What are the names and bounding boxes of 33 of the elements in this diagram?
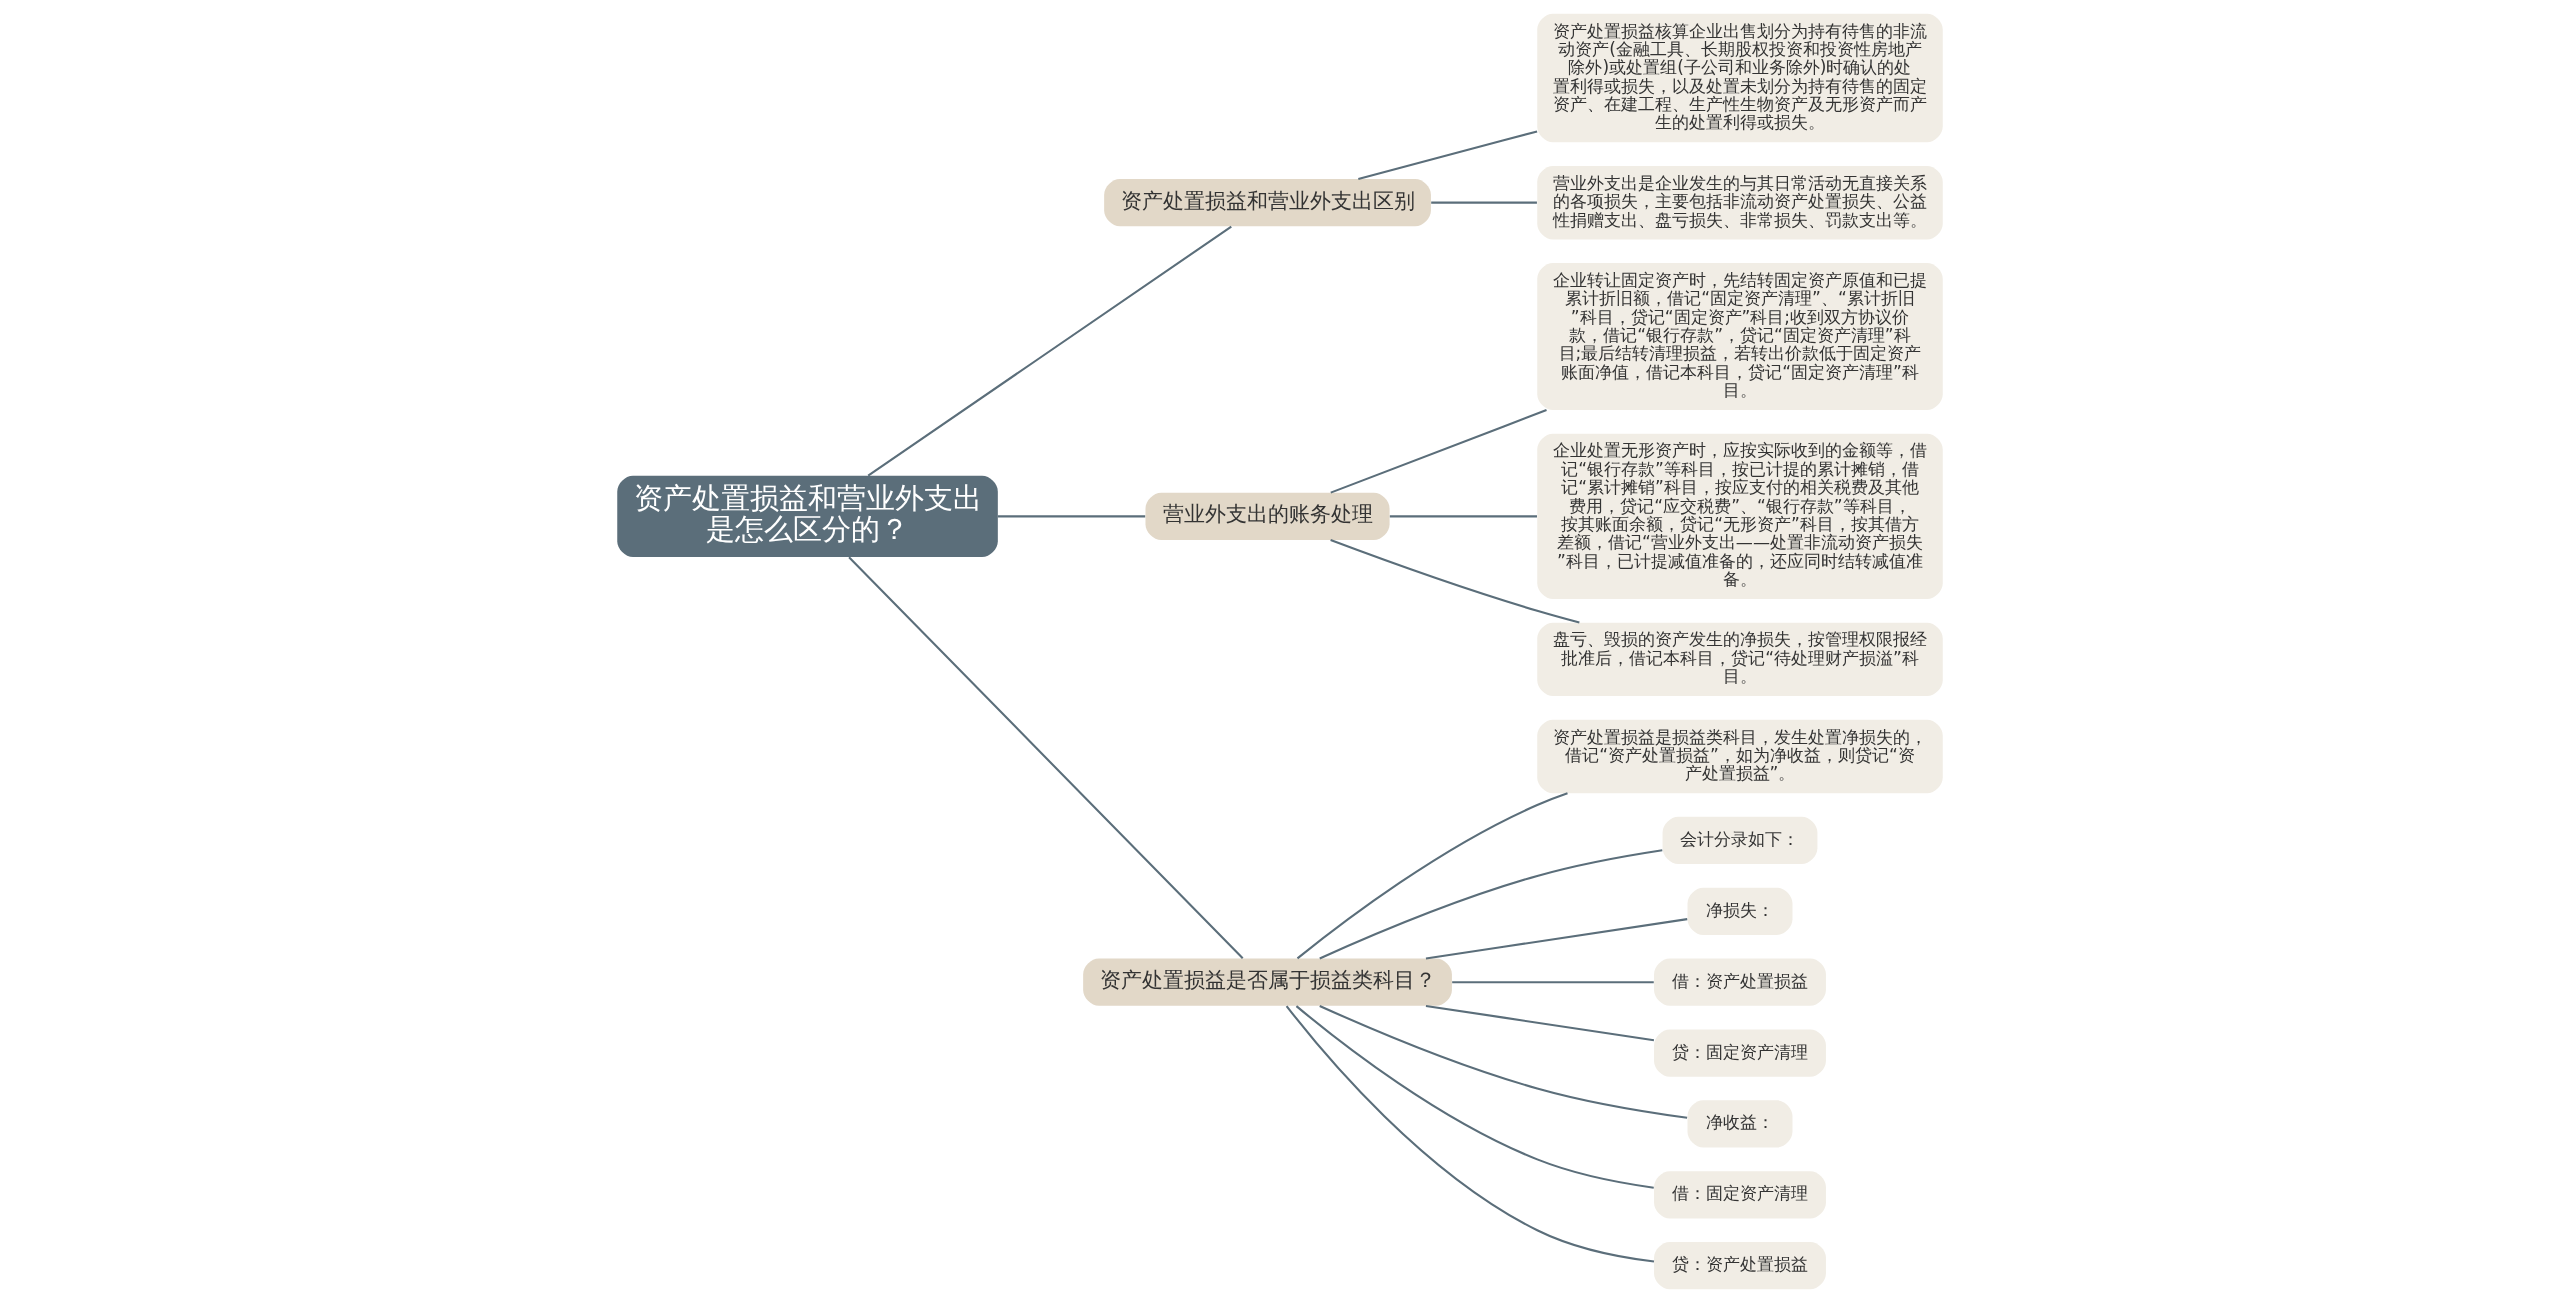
node-box: 营业外支出是企业发生的与其日常活动无直接关系的各项损失，主要包括非流动资产处置损失、公益性捐赠支出、盘亏损失、非常损失、罚款支出等。 — [1537, 165, 1943, 240]
connector — [1452, 981, 1654, 984]
node-box: 盘亏、毁损的资产发生的净损失，按管理权限报经批准后，借记本科目，贷记“待处理财产损溢”科目。 — [1537, 622, 1943, 697]
node-box: 净收益： — [1687, 1100, 1793, 1148]
connector — [997, 515, 1146, 518]
node-box: 资产处置损益是损益类科目，发生处置净损失的，借记“资产处置损益”，如为净收益，则贷记“资产处置损益”。 — [1537, 719, 1943, 794]
connector — [1296, 792, 1568, 960]
node-box: 企业处置无形资产时，应按实际收到的金额等，借记“银行存款”等科目，按已计提的累计摊销，借记“累计摊销”科目，按应支付的相关税费及其他费用，贷记“应交税费”、“银行存款”等科目，按其账面余额，贷记“无形资产”科目，按其借方差额，借记“营业外支出——处置非流动资产损失”科目，已计提减值准备的，还应同时结转减值准备。 — [1537, 433, 1943, 599]
connector — [1358, 130, 1538, 180]
connector — [867, 225, 1232, 477]
node-box: 资产处置损益和营业外支出是怎么区分的？ — [617, 475, 998, 557]
connector — [848, 556, 1244, 959]
connector — [1425, 918, 1688, 960]
node-box: 会计分录如下： — [1662, 816, 1818, 865]
connector — [1389, 515, 1537, 518]
node-box: 资产处置损益核算企业出售划分为持有待售的非流动资产(金融工具、长期股权投资和投资性房地产除外)或处置组(子公司和业务除外)时确认的处置利得或损失，以及处置未划分为持有待售的固定资产、在建工程、生产性生物资产及无形资产而产生的处置利得或损失。 — [1537, 13, 1943, 143]
node-box: 资产处置损益和营业外支出区别 — [1104, 179, 1431, 227]
connector — [1425, 1004, 1655, 1042]
node-box: 企业转让固定资产时，先结转固定资产原值和已提累计折旧额，借记“固定资产清理”、“累计折旧”科目，贷记“固定资产”科目;收到双方协议价款，借记“银行存款”，贷记“固定资产清理”科目;最后结转清理损益，若转出价款低于固定资产账面净值，借记本科目，贷记“固定资产清理”科目。 — [1537, 263, 1943, 410]
node-box: 贷：资产处置损益 — [1654, 1242, 1826, 1290]
connector — [1295, 1005, 1654, 1189]
connector — [1319, 849, 1663, 960]
connector — [1319, 1005, 1688, 1119]
connector — [1431, 201, 1537, 204]
node-box: 资产处置损益是否属于损益类科目？ — [1083, 958, 1452, 1006]
connector — [1330, 409, 1547, 494]
connector — [1285, 1005, 1655, 1263]
node-box: 营业外支出的账务处理 — [1145, 492, 1390, 540]
node-box: 贷：固定资产清理 — [1654, 1029, 1826, 1077]
connector — [1330, 539, 1580, 624]
node-box: 净损失： — [1687, 887, 1793, 935]
node-box: 借：固定资产清理 — [1654, 1171, 1826, 1219]
node-box: 借：资产处置损益 — [1654, 958, 1826, 1006]
